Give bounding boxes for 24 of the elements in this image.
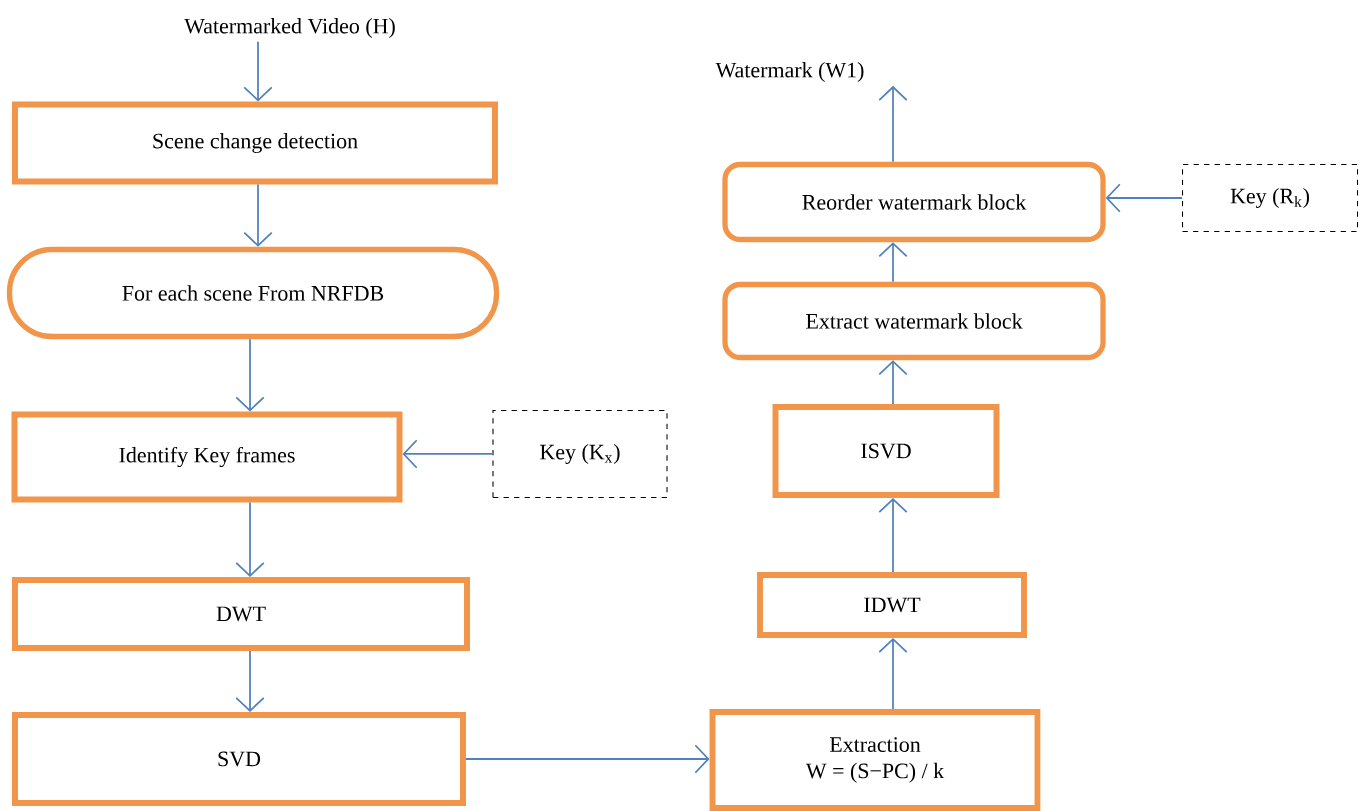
arrow bbox=[235, 338, 265, 412]
process-box: SVD bbox=[12, 712, 466, 806]
arrow bbox=[402, 439, 494, 469]
flow-label: Watermark (W1) bbox=[712, 58, 868, 86]
key-box: Key (R$_{k}$) bbox=[1182, 163, 1359, 233]
arrow bbox=[1105, 183, 1183, 213]
arrow bbox=[235, 501, 265, 577]
process-box: Identify Key frames bbox=[11, 411, 403, 503]
arrow bbox=[878, 85, 908, 163]
flow-label: Watermarked Video (H) bbox=[180, 14, 400, 42]
arrow bbox=[465, 744, 710, 774]
process-box: ISVD bbox=[772, 404, 1000, 498]
process-box: Extraction W = (S−PC) / k bbox=[709, 709, 1041, 811]
process-box: DWT bbox=[12, 577, 470, 651]
process-box: Extract watermark block bbox=[722, 281, 1106, 361]
process-box: Scene change detection bbox=[12, 101, 498, 185]
key-box: Key (K$_{x}$) bbox=[492, 409, 668, 499]
arrow bbox=[878, 638, 908, 710]
arrow bbox=[878, 497, 908, 573]
arrow bbox=[243, 183, 273, 247]
arrow bbox=[243, 40, 273, 102]
process-box: IDWT bbox=[757, 572, 1027, 638]
arrow bbox=[235, 650, 265, 713]
process-box: Reorder watermark block bbox=[722, 161, 1106, 243]
